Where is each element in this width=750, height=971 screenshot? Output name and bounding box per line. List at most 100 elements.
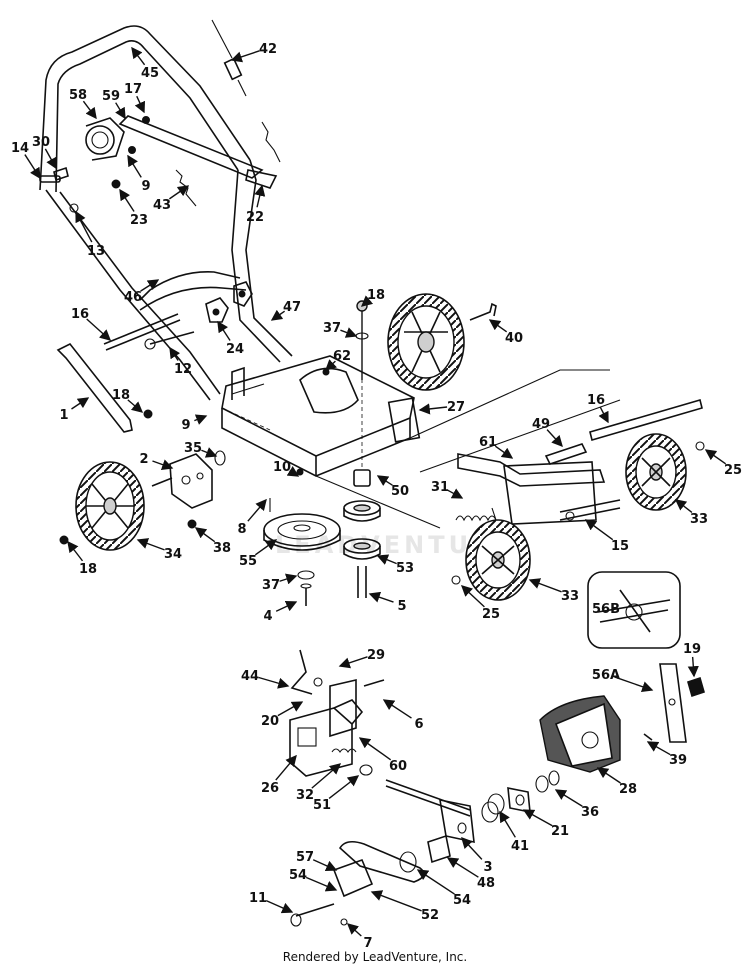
- callout-leader-line: [275, 754, 297, 781]
- callout-c39: 39: [646, 741, 687, 768]
- part-number-label: 33: [690, 512, 708, 527]
- part-number-label: 18: [367, 288, 385, 303]
- callout-c31: 31: [431, 480, 464, 499]
- callout-leader-line: [416, 869, 455, 895]
- callout-c21: 21: [522, 809, 569, 839]
- spring-31: [455, 507, 497, 522]
- part-number-label: 34: [164, 547, 182, 562]
- callout-c29: 29: [338, 648, 385, 669]
- callout-c12: 12: [169, 346, 192, 377]
- part-number-label: 46: [124, 290, 142, 305]
- callout-c37a: 37: [323, 321, 358, 338]
- callout-c23: 23: [119, 188, 148, 228]
- part-number-label: 2: [139, 452, 148, 467]
- callout-c16b: 16: [587, 393, 609, 424]
- part-number-label: 60: [389, 759, 407, 774]
- callout-c44: 44: [241, 669, 290, 689]
- part-number-label: 32: [296, 788, 314, 803]
- callout-leader-line: [360, 295, 374, 307]
- callout-c47: 47: [270, 300, 301, 321]
- callout-c1: 1: [59, 397, 90, 423]
- callout-leader-line: [169, 346, 181, 361]
- callout-leader-line: [230, 50, 260, 63]
- part-number-label: 19: [683, 642, 701, 657]
- callout-c10: 10: [273, 460, 300, 477]
- callout-leader-line: [370, 890, 422, 912]
- part-number-label: 33: [561, 589, 579, 604]
- part-number-label: 53: [396, 561, 414, 576]
- front-wheel-left: [451, 519, 531, 601]
- callout-leader-line: [115, 102, 126, 120]
- callout-leader-line: [418, 403, 448, 415]
- part-number-label: 11: [249, 891, 267, 906]
- callout-c33b: 33: [528, 578, 579, 604]
- callout-c22: 22: [246, 184, 266, 225]
- part-number-label: 51: [313, 798, 331, 813]
- callout-c27: 27: [418, 400, 465, 415]
- callout-leader-line: [447, 488, 464, 499]
- callout-c54a: 54: [289, 868, 338, 892]
- spring-small: [261, 121, 281, 163]
- part-number-label: 18: [112, 388, 130, 403]
- part-number-label: 14: [11, 141, 29, 156]
- callout-leader-line: [338, 656, 368, 669]
- part-number-label: 9: [181, 418, 190, 433]
- callout-leader-line: [528, 578, 562, 593]
- callout-leader-line: [376, 475, 393, 486]
- part-number-label: 35: [184, 441, 202, 456]
- callout-c49: 49: [532, 417, 563, 448]
- part-number-label: 56B: [592, 602, 620, 617]
- callout-c62: 62: [324, 349, 351, 371]
- callout-leader-line: [674, 499, 693, 514]
- footer-credit: Rendered by LeadVenture, Inc.: [282, 950, 468, 964]
- callout-c18c: 18: [67, 540, 97, 577]
- callout-c43: 43: [153, 185, 190, 213]
- callout-leader-line: [194, 414, 208, 425]
- part-number-label: 37: [262, 578, 280, 593]
- part-number-label: 1: [59, 408, 68, 423]
- callout-c55: 55: [239, 539, 278, 569]
- part-number-label: 25: [482, 607, 500, 622]
- part-number-label: 17: [124, 82, 142, 97]
- part-number-label: 21: [551, 824, 569, 839]
- control-plate: [39, 116, 150, 213]
- callout-c56A: 56A: [592, 668, 654, 693]
- part-number-label: 61: [479, 435, 497, 450]
- callout-leader-line: [131, 46, 146, 66]
- part-number-label: 29: [367, 648, 385, 663]
- part-number-label: 47: [283, 300, 301, 315]
- part-number-label: 56A: [592, 668, 620, 683]
- part-number-label: 12: [174, 362, 192, 377]
- blade-56B-inset: [587, 571, 681, 649]
- callout-leader-line: [311, 763, 342, 789]
- callout-c16a: 16: [71, 307, 112, 341]
- part-number-label: 43: [153, 198, 171, 213]
- part-number-label: 62: [333, 349, 351, 364]
- callout-leader-line: [584, 519, 614, 541]
- part-number-label: 39: [669, 753, 687, 768]
- part-number-label: 16: [71, 307, 89, 322]
- callout-c38: 38: [194, 527, 231, 556]
- callout-leader-line: [346, 923, 362, 937]
- callout-leader-line: [446, 857, 479, 878]
- part-number-label: 52: [421, 908, 439, 923]
- callout-leader-line: [127, 154, 142, 178]
- part-number-label: 48: [477, 876, 495, 891]
- part-number-label: 50: [391, 484, 409, 499]
- blade-56A: [659, 663, 705, 743]
- callout-c35: 35: [184, 441, 218, 458]
- callout-leader-line: [169, 185, 190, 200]
- callout-leader-line: [376, 554, 397, 565]
- callout-leader-line: [201, 447, 218, 458]
- callout-leader-line: [306, 876, 338, 892]
- callout-leader-line: [67, 540, 84, 562]
- callout-leader-line: [286, 466, 300, 477]
- callout-c61: 61: [479, 435, 514, 459]
- callout-c8: 8: [237, 498, 267, 537]
- callout-c50: 50: [376, 475, 409, 499]
- part-number-label: 15: [611, 539, 629, 554]
- callout-c11: 11: [249, 891, 294, 914]
- callout-leader-line: [247, 498, 267, 522]
- callout-leader-line: [277, 701, 304, 717]
